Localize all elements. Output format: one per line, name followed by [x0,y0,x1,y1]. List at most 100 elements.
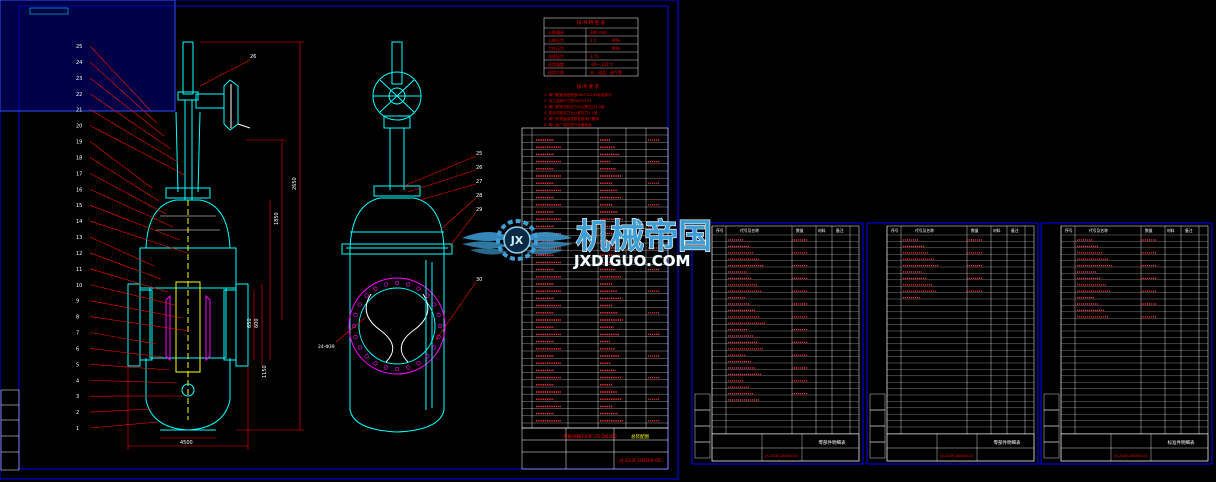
front-view-dimension-texts: 2650 1850 1150 600 650 4500 [180,177,298,446]
front-callout-label: 17 [76,171,82,177]
front-leader-line [89,252,162,280]
front-callout-label: 25 [76,44,82,50]
front-callout-label: 24 [76,60,82,66]
bolt-hole-icon [425,293,430,298]
bolt-hole-icon [416,286,421,291]
bolt-hole-icon [353,312,358,317]
tech-table-cell: 2.5 [590,38,597,43]
tech-note-line: 6. 阀门出厂前应进行全面检验 [544,122,592,127]
bolt-hole-icon [432,345,437,350]
tech-table-cell: MPa [612,46,621,51]
parts-list-sheet: 序号代号及名称数量材料备注零部件明细表JX-Z43F-DN300-01 [691,222,864,465]
front-leader-line [89,93,172,150]
tech-note-line: 5. 阀门外表面涂漆颜色按用户要求 [544,116,599,121]
tech-table-cell: 300 mm [590,30,607,35]
bolt-hole-icon [357,345,362,350]
sheet-header-cell: 备注 [1185,228,1193,233]
front-leader-line [89,109,179,163]
main-drawing-number: JX-Z43F-DN300-00 [618,458,661,464]
front-leader-line [89,300,183,319]
tech-notes-title: 技 术 要 求 [577,83,600,90]
bolt-hole-icon [383,365,388,370]
front-callout-label: 8 [76,315,79,321]
side-flange-note: 24-Φ39 [318,317,366,350]
side-view [341,41,453,433]
front-leader-line [89,141,153,189]
front-callout-label: 11 [76,267,82,273]
front-callout-label: 13 [76,235,82,241]
front-callout-label: 18 [76,155,82,161]
tech-table-cell: 公称通径 [548,29,564,35]
bolt-hole-icon [357,302,362,307]
left-border-strip [0,389,20,471]
sheet-header-cell: 序号 [1065,228,1073,233]
dim-base-width: 4500 [180,440,193,446]
front-callout-label: 19 [76,140,82,146]
sheet-header-cell: 序号 [891,228,899,233]
front-view-callouts [89,45,190,429]
side-callout-label: 28 [476,193,482,199]
front-callout-label: 12 [76,251,82,257]
side-callout-label: 26 [476,165,482,171]
side-leader-line [403,155,477,187]
bolt-hole-icon [432,302,437,307]
main-product-name: 平板闸阀Z43F-25 DN300 [563,433,617,440]
bolt-hole-icon [364,354,369,359]
sheet-header-cell: 材料 [818,228,826,233]
side-view-bolt-holes [351,280,443,372]
front-leader-line [89,188,174,228]
sheet-drawing-number: JX-Z43F-DN300-03 [1113,454,1147,458]
side-leader-line [439,197,477,231]
bolt-hole-icon [373,361,378,366]
tech-table-cell: 水、油品、油气等 [590,69,622,75]
sheet-header-cell: 代号及名称 [1089,228,1108,233]
watermark-logo-letters: JX [510,234,524,247]
front-leader-line [89,125,186,176]
side-callout-label: 29 [476,207,482,213]
front-callout-label: 10 [76,283,82,289]
side-callout-label: 30 [476,277,482,283]
bolt-hole-icon [373,286,378,291]
front-view [127,41,251,431]
bolt-hole-icon [436,335,441,340]
side-callout-label: 25 [476,151,482,157]
front-leader-line [89,45,151,111]
dim-bore-b: 650 [247,318,253,328]
front-callout-label: 1 [76,426,79,432]
dim-bore-a: 600 [254,318,260,328]
front-leader-line [89,421,159,429]
front-callout-label: 23 [76,76,82,82]
front-callout-label: 20 [76,124,82,130]
sheet-header-cell: 材料 [993,228,1001,233]
front-view-callout-labels: 2524232221201918171615141312111098765432… [76,44,82,432]
sheet-title: 零部件明细表 [994,439,1021,446]
bolt-hole-icon [394,366,400,372]
front-leader-line [89,220,188,254]
sheet-title: 标准件明细表 [1168,439,1195,446]
front-callout-label: 4 [76,378,79,384]
front-leader-line [89,364,171,371]
main-title-block-text: 总装配图 平板闸阀Z43F-25 DN300 JX-Z43F-DN300-00 [563,433,661,464]
side-view-callouts [403,155,477,341]
front-leader-line [89,348,164,358]
sheet-header-cell: 序号 [716,228,724,233]
top-callout: 26 [199,54,256,87]
sheet-header-cell: 数量 [1145,228,1153,233]
front-callout-label: 7 [76,331,79,337]
front-callout-label: 5 [76,362,79,368]
tech-table-cell: -29~ 121℃ [590,62,614,67]
front-leader-line [89,379,178,384]
front-callout-label: 14 [76,219,82,225]
tech-table-cell: 3.75 [590,54,599,59]
front-callout-label: 22 [76,92,82,98]
bolt-hole-icon [416,361,421,366]
dim-body-height: 1850 [274,212,280,225]
front-callout-label: 6 [76,346,79,352]
front-callout-label: 15 [76,203,82,209]
tech-table-cell: 工作压力 [548,45,564,51]
front-callout-label: 3 [76,394,79,400]
sheet-header-cell: 材料 [1167,228,1175,233]
